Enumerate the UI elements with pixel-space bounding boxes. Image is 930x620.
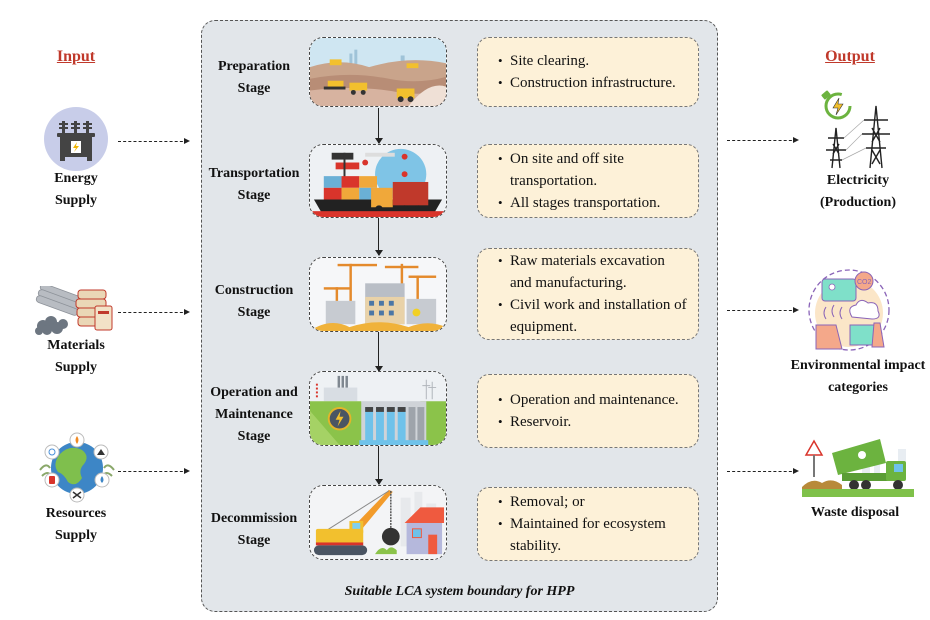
output-heading: Output — [825, 48, 875, 65]
mining-site-illustration — [309, 37, 447, 107]
stage-desc-decommission: Removal; or Maintained for ecosystem sta… — [477, 487, 699, 561]
stage-connector-2 — [373, 218, 384, 256]
stage-connector-3 — [373, 332, 384, 372]
stage-name-preparation: Preparation Stage — [217, 59, 291, 96]
cargo-transport-illustration — [309, 144, 447, 218]
environmental-impact-icon: CO2 — [806, 267, 892, 353]
electricity-output-arrow — [727, 136, 799, 143]
stage-connector-4 — [373, 446, 384, 485]
power-transmission-icon — [818, 88, 898, 170]
garbage-truck-icon — [802, 437, 914, 497]
building-materials-icon — [33, 286, 115, 336]
stage-desc-construction: Raw materials excavation and manufacturi… — [477, 248, 699, 340]
stage-name-construction: Construction Stage — [214, 283, 294, 320]
bullet: Construction infrastructure. — [498, 72, 690, 94]
bullet: Maintained for ecosystem stability. — [498, 513, 690, 557]
globe-resources-icon — [36, 432, 118, 504]
environmental-impact-label: Environmental impact categories — [790, 358, 926, 395]
stage-connector-1 — [373, 108, 384, 144]
transformer-icon — [44, 107, 108, 171]
waste-output-arrow — [727, 467, 799, 474]
materials-supply-label: Materials Supply — [47, 338, 105, 375]
demolition-crane-illustration — [309, 485, 447, 560]
input-heading: Input — [56, 48, 96, 65]
stage-name-operation-maintenance: Operation and Maintenance Stage — [210, 385, 298, 444]
bullet: On site and off site transportation. — [498, 148, 690, 192]
stage-desc-preparation: Site clearing. Construction infrastructu… — [477, 37, 699, 107]
boundary-caption: Suitable LCA system boundary for HPP — [344, 584, 575, 599]
stage-desc-transportation: On site and off site transportation. All… — [477, 144, 699, 218]
materials-input-arrow — [118, 308, 190, 315]
construction-site-illustration — [309, 257, 447, 332]
resources-input-arrow — [118, 467, 190, 474]
bullet: All stages transportation. — [498, 192, 690, 214]
svg-text:CO2: CO2 — [857, 279, 872, 286]
electricity-label: Electricity (Production) — [820, 173, 896, 210]
stage-desc-operation-maintenance: Operation and maintenance. Reservoir. — [477, 374, 699, 448]
bullet: Reservoir. — [498, 411, 690, 433]
energy-input-arrow — [118, 137, 190, 144]
bullet: Removal; or — [498, 491, 690, 513]
resources-supply-label: Resources Supply — [45, 506, 107, 543]
stage-name-transportation: Transportation Stage — [208, 166, 300, 203]
waste-disposal-label: Waste disposal — [810, 505, 900, 520]
energy-supply-label: Energy Supply — [54, 171, 98, 208]
bullet: Raw materials excavation and manufacturi… — [498, 250, 690, 294]
stage-name-decommission: Decommission Stage — [210, 511, 298, 548]
environmental-output-arrow — [727, 306, 799, 313]
hydropower-dam-illustration — [309, 371, 447, 446]
bullet: Site clearing. — [498, 50, 690, 72]
bullet: Civil work and installation of equipment… — [498, 294, 690, 338]
bullet: Operation and maintenance. — [498, 389, 690, 411]
